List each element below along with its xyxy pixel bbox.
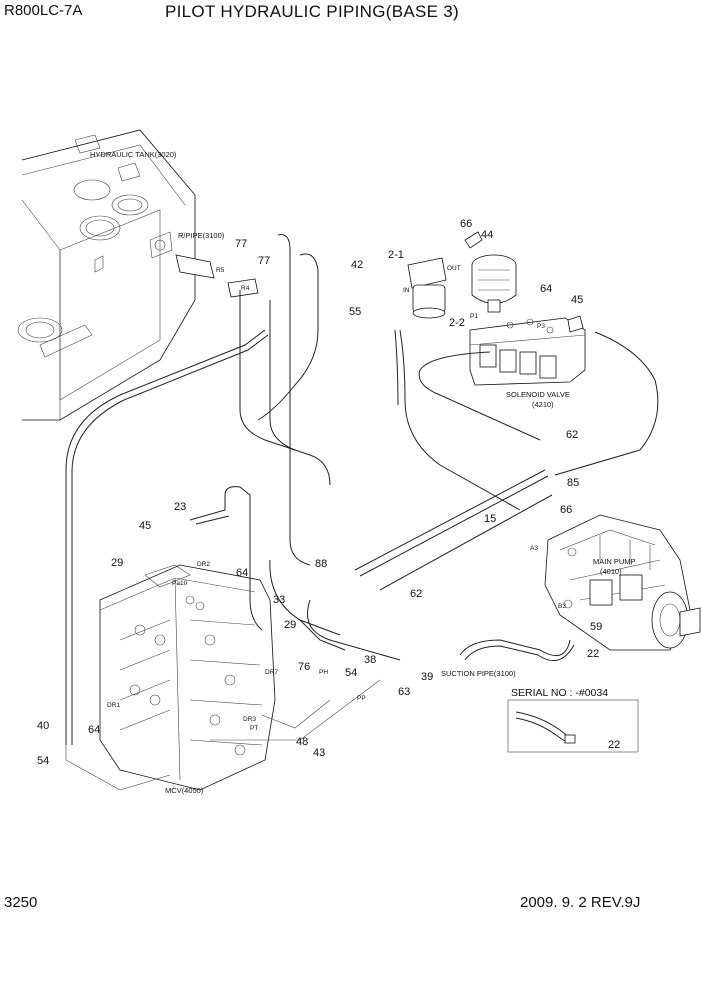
suction-pipe-label: SUCTION PIPE(3100) bbox=[441, 669, 516, 678]
callout-number: 85 bbox=[567, 477, 579, 489]
port-label: DR1 bbox=[107, 702, 120, 709]
callout-number: 33 bbox=[273, 594, 285, 606]
callout-number: 64 bbox=[236, 567, 248, 579]
callout-number: 54 bbox=[37, 755, 49, 767]
callout-number: 2-1 bbox=[388, 249, 404, 261]
port-label: P3 bbox=[537, 323, 545, 330]
return-pipe-fitting bbox=[175, 254, 259, 298]
model-number: R800LC-7A bbox=[4, 2, 83, 19]
main-pump-drawing bbox=[544, 514, 701, 651]
callout-number: 40 bbox=[37, 720, 49, 732]
callout-number: 38 bbox=[364, 654, 376, 666]
page-number: 3250 bbox=[4, 894, 38, 911]
callout-number: 77 bbox=[235, 238, 247, 250]
callout-number: 62 bbox=[410, 588, 422, 600]
callout-number: 48 bbox=[296, 736, 308, 748]
callout-number: 66 bbox=[460, 218, 472, 230]
callout-number: 15 bbox=[484, 513, 496, 525]
port-label: B3 bbox=[558, 603, 566, 610]
port-label: A3 bbox=[530, 545, 538, 552]
port-label: DR2 bbox=[197, 561, 210, 568]
callout-number: 2-2 bbox=[449, 317, 465, 329]
leader-lines bbox=[65, 679, 381, 791]
page-title: PILOT HYDRAULIC PIPING(BASE 3) bbox=[165, 2, 459, 21]
port-label: R4 bbox=[241, 285, 250, 292]
port-label: DR7 bbox=[265, 669, 278, 676]
callout-number: 22 bbox=[608, 739, 620, 751]
callout-number: 66 bbox=[560, 504, 572, 516]
callout-number: 39 bbox=[421, 671, 433, 683]
callout-number: 45 bbox=[571, 294, 583, 306]
port-label: PP bbox=[357, 695, 366, 702]
callout-number: 44 bbox=[481, 229, 493, 241]
callout-number: 43 bbox=[313, 747, 325, 759]
solenoid-valve-label: SOLENOID VALVE bbox=[506, 390, 570, 399]
callout-number: 54 bbox=[345, 667, 357, 679]
main-pump-label: MAIN PUMP bbox=[593, 557, 636, 566]
callout-number: 62 bbox=[566, 429, 578, 441]
port-label: IN bbox=[403, 287, 410, 294]
hydraulic-tank-drawing bbox=[17, 129, 196, 421]
callout-number: 76 bbox=[298, 661, 310, 673]
hydraulic-tank-label: HYDRAULIC TANK(3020) bbox=[90, 150, 177, 159]
callout-number: 45 bbox=[139, 520, 151, 532]
callout-number: 55 bbox=[349, 306, 361, 318]
pilot-filter-drawing bbox=[407, 231, 483, 319]
callout-number: 42 bbox=[351, 259, 363, 271]
port-label: R5 bbox=[216, 267, 225, 274]
callout-number: 23 bbox=[174, 501, 186, 513]
solenoid-valve-number: (4210) bbox=[532, 400, 554, 409]
callout-number: 77 bbox=[258, 255, 270, 267]
port-label: PH bbox=[319, 669, 328, 676]
port-label: PT bbox=[250, 725, 258, 732]
callout-number: 63 bbox=[398, 686, 410, 698]
revision-date: 2009. 9. 2 REV.9J bbox=[520, 894, 641, 911]
callout-number: 88 bbox=[315, 558, 327, 570]
callout-number: 59 bbox=[590, 621, 602, 633]
callout-number: 64 bbox=[88, 724, 100, 736]
pilot-hoses bbox=[65, 234, 659, 745]
callout-number: 29 bbox=[284, 619, 296, 631]
mcv-drawing bbox=[99, 564, 276, 791]
port-label: P1 bbox=[470, 313, 478, 320]
callout-number: 22 bbox=[587, 648, 599, 660]
callout-number: 64 bbox=[540, 283, 552, 295]
callout-number: 29 bbox=[111, 557, 123, 569]
serial-no-label: SERIAL NO : -#0034 bbox=[511, 687, 608, 699]
mcv-label: MCV(4050) bbox=[165, 786, 204, 795]
serial-inset bbox=[507, 699, 639, 753]
port-label: Pa10 bbox=[172, 580, 188, 587]
port-label: OUT bbox=[447, 265, 461, 272]
accumulator-drawing bbox=[471, 254, 517, 313]
main-pump-number: (4010) bbox=[600, 567, 622, 576]
return-pipe-label: R/PIPE(3100) bbox=[178, 231, 225, 240]
solenoid-valve-drawing bbox=[469, 315, 586, 386]
port-label: DR3 bbox=[243, 716, 256, 723]
